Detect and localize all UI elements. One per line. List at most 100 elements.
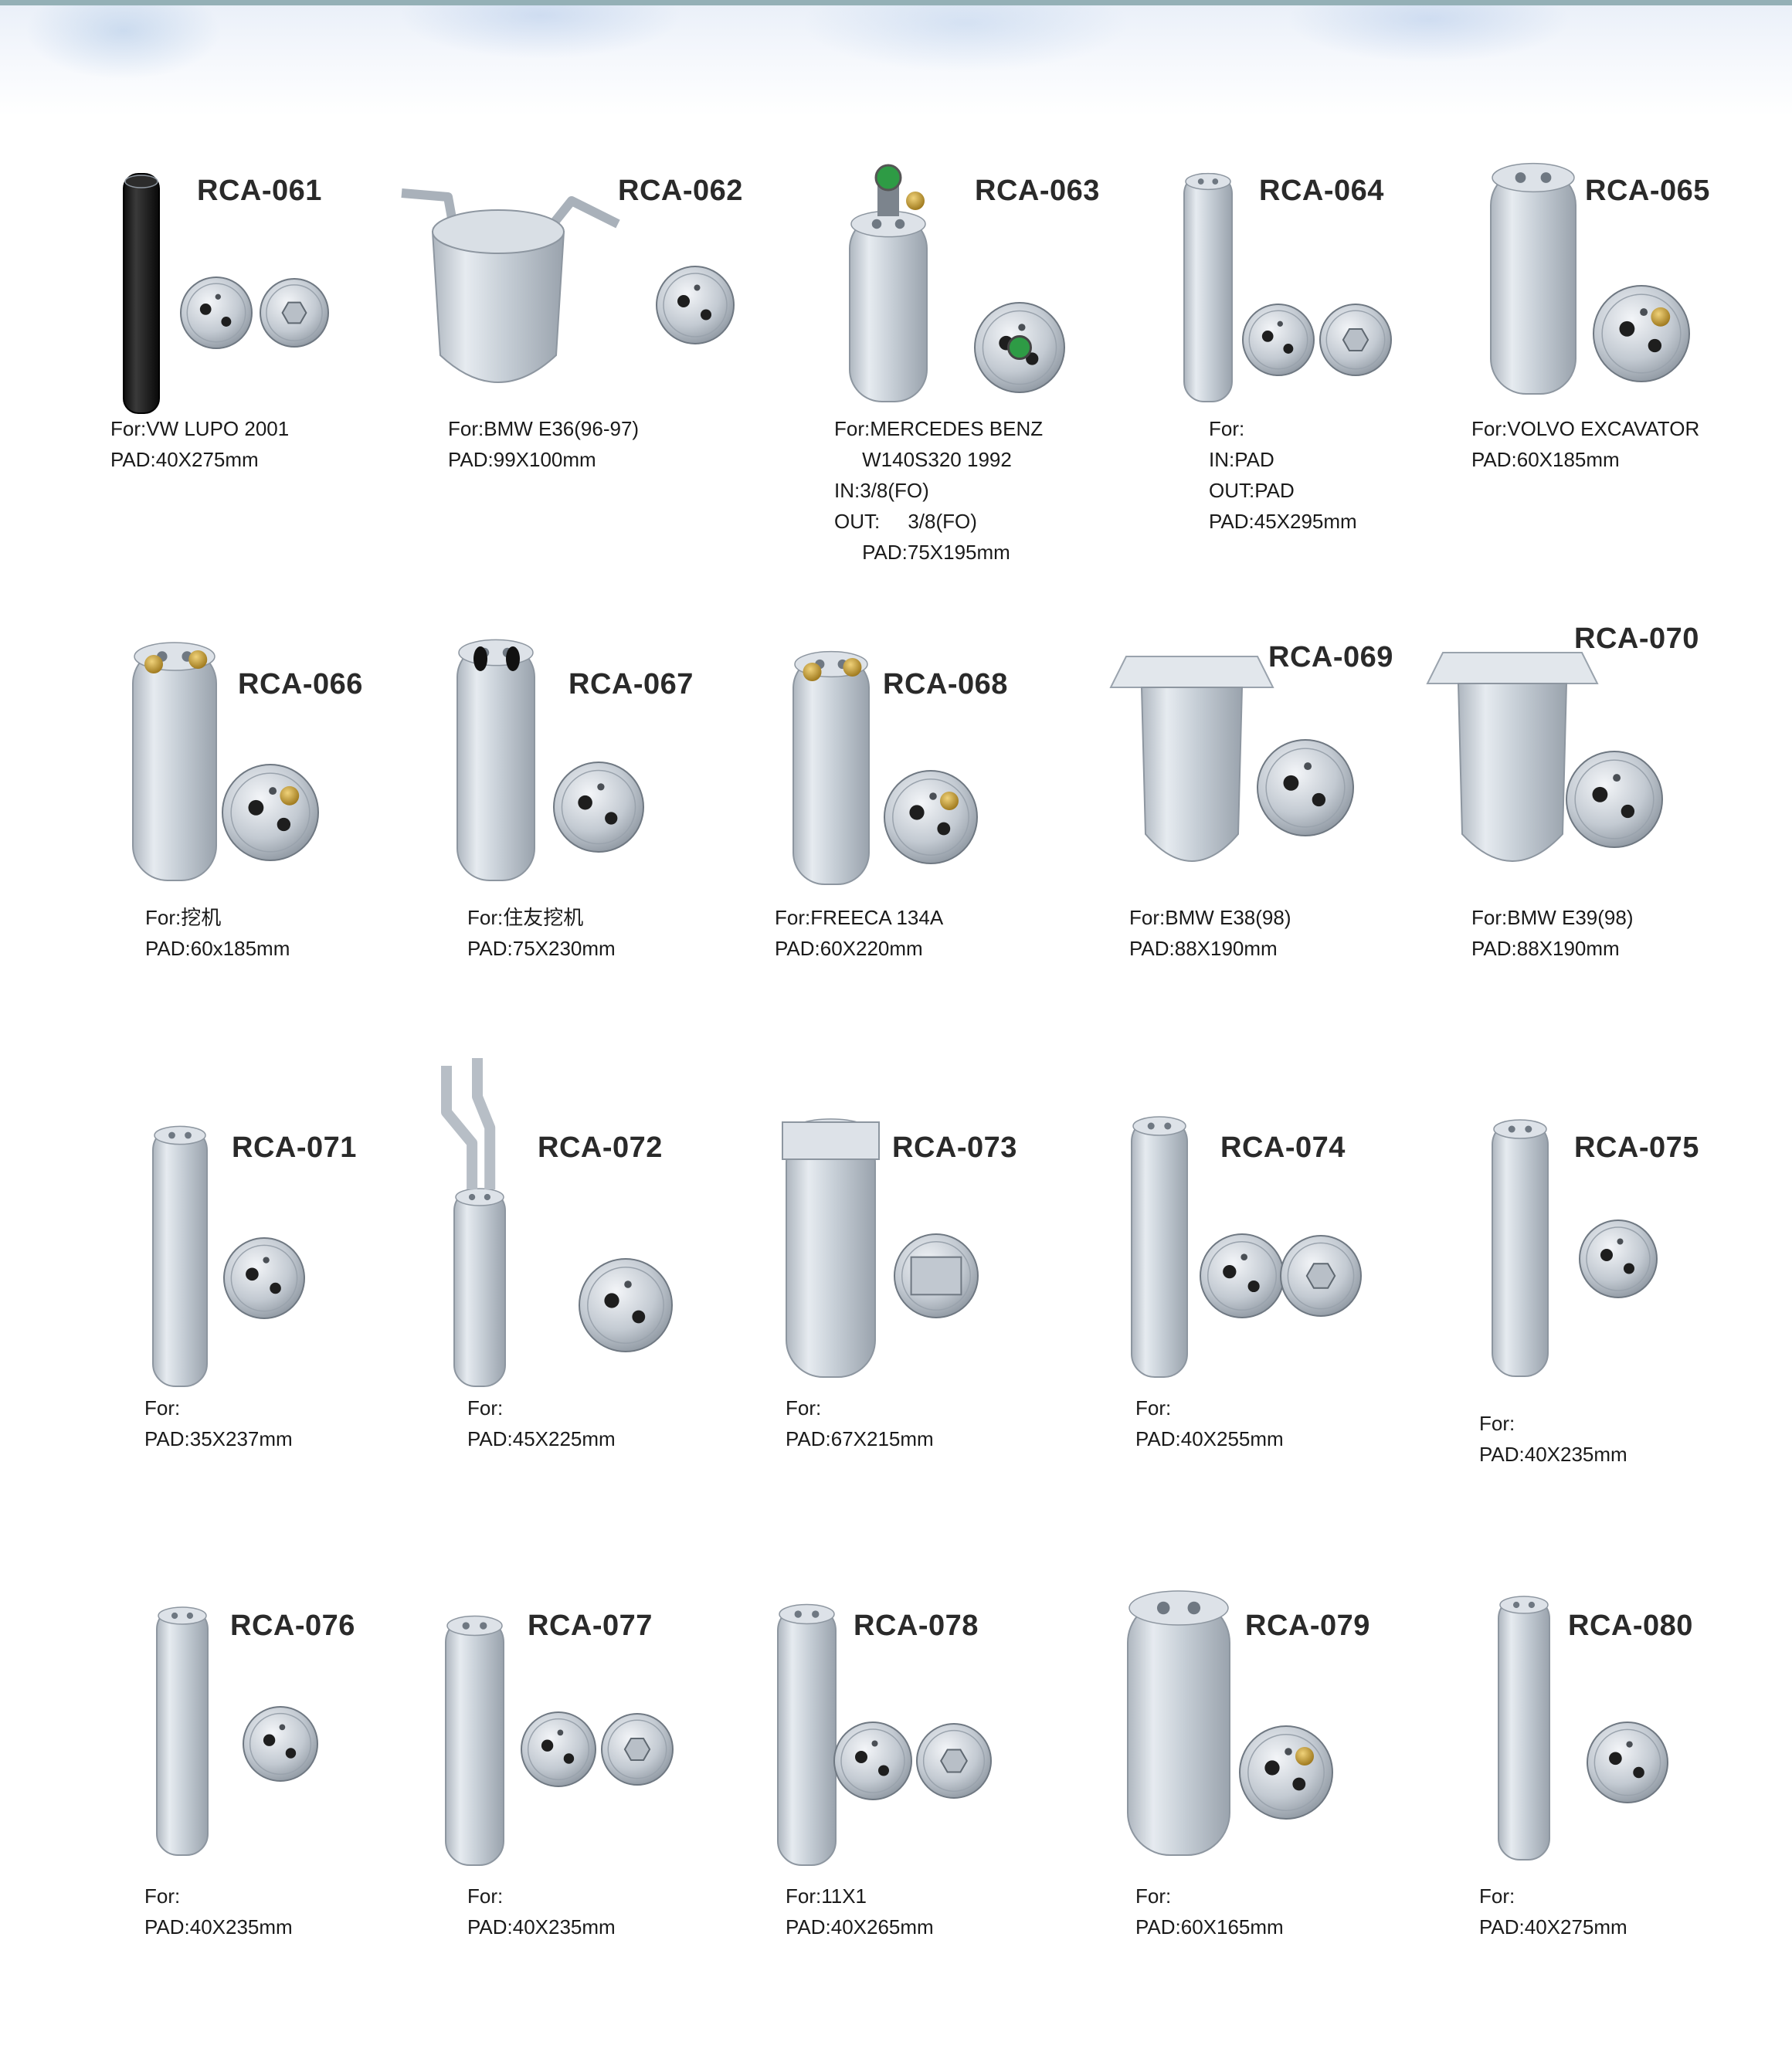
port-hole bbox=[480, 1622, 487, 1630]
spec-line: PAD:60X185mm bbox=[1471, 448, 1620, 471]
port-hole bbox=[1540, 172, 1552, 183]
spec-line: For:住友挖机 bbox=[467, 906, 584, 929]
brass-fitting bbox=[1651, 307, 1671, 327]
drier-cap bbox=[124, 175, 158, 188]
spec-line: OUT: 3/8(FO) bbox=[834, 510, 977, 533]
screw-hole bbox=[279, 1724, 286, 1731]
port-hole bbox=[1621, 804, 1635, 819]
port-hole bbox=[1528, 1601, 1536, 1609]
port-hole bbox=[1619, 321, 1635, 337]
black-port bbox=[506, 646, 520, 671]
product-spec: For:PAD:40X235mm bbox=[1479, 1408, 1627, 1470]
drier-cap bbox=[458, 639, 534, 667]
port-hole bbox=[484, 1193, 491, 1201]
product-code: RCA-064 bbox=[1259, 175, 1384, 207]
disc-rim bbox=[249, 1712, 312, 1776]
spec-line: PAD:67X215mm bbox=[786, 1427, 934, 1450]
screw-hole bbox=[1285, 1748, 1292, 1755]
product-spec: For:BMW E36(96-97)PAD:99X100mm bbox=[448, 413, 639, 475]
drier-body bbox=[1492, 1121, 1549, 1377]
product-code: RCA-074 bbox=[1220, 1131, 1346, 1164]
disc-rim bbox=[1247, 1734, 1325, 1811]
port-hole bbox=[541, 1739, 554, 1752]
product-illustration bbox=[456, 639, 644, 881]
spec-line: PAD:40X235mm bbox=[144, 1915, 293, 1939]
port-hole bbox=[894, 219, 905, 229]
drier-body bbox=[1140, 687, 1244, 862]
spec-line: PAD:35X237mm bbox=[144, 1427, 293, 1450]
brass-fitting bbox=[280, 785, 300, 806]
drier-body bbox=[1457, 683, 1568, 862]
port-hole bbox=[1156, 1601, 1170, 1615]
product-illustration bbox=[152, 1125, 305, 1387]
port-hole bbox=[1609, 1752, 1622, 1766]
spec-line: For: bbox=[144, 1884, 181, 1908]
port-hole bbox=[871, 219, 882, 229]
product-spec: For:PAD:35X237mm bbox=[144, 1392, 293, 1454]
port-hole bbox=[812, 1610, 820, 1618]
product-code: RCA-077 bbox=[528, 1610, 653, 1642]
port-hole bbox=[185, 1131, 192, 1139]
spec-line: PAD:99X100mm bbox=[448, 448, 596, 471]
drier-cap bbox=[1128, 1590, 1229, 1626]
brass-fitting bbox=[940, 792, 959, 810]
product-spec: For:PAD:40X255mm bbox=[1135, 1392, 1284, 1454]
port-hole bbox=[1197, 178, 1204, 185]
port-hole bbox=[794, 1610, 802, 1618]
screw-hole bbox=[1018, 324, 1026, 331]
brass-fitting bbox=[188, 650, 208, 669]
spec-line: IN:3/8(FO) bbox=[834, 479, 929, 502]
port-disc bbox=[521, 1711, 596, 1787]
port-hole bbox=[1026, 352, 1039, 365]
product-spec: For:BMW E39(98)PAD:88X190mm bbox=[1471, 902, 1634, 964]
brass-fitting bbox=[1295, 1747, 1314, 1766]
spec-line: PAD:45X225mm bbox=[467, 1427, 616, 1450]
hex-nut bbox=[940, 1749, 968, 1773]
disc-rim bbox=[840, 1728, 905, 1793]
disc-rim bbox=[1248, 310, 1308, 370]
product-illustration bbox=[441, 1058, 673, 1387]
disc-rim bbox=[561, 769, 636, 845]
port-hole bbox=[1292, 1777, 1306, 1791]
port-hole bbox=[1283, 775, 1299, 791]
disc-rim bbox=[1325, 310, 1386, 370]
port-hole bbox=[1147, 1122, 1155, 1130]
drier-cap bbox=[779, 1603, 835, 1625]
drier-body bbox=[792, 656, 870, 885]
port-hole bbox=[468, 1193, 476, 1201]
mounting-block bbox=[782, 1121, 880, 1160]
inlet-pipe bbox=[441, 1066, 478, 1189]
screw-hole bbox=[1617, 1238, 1624, 1245]
port-disc bbox=[1239, 1725, 1333, 1820]
screw-hole bbox=[624, 1281, 632, 1288]
product-code: RCA-065 bbox=[1585, 175, 1710, 207]
drier-body bbox=[786, 1125, 876, 1378]
disc-rim bbox=[1601, 293, 1682, 374]
spec-line: For:11X1 bbox=[786, 1884, 867, 1908]
disc-rim bbox=[922, 1729, 986, 1793]
spec-line: PAD:40X255mm bbox=[1135, 1427, 1284, 1450]
port-disc bbox=[833, 1721, 912, 1800]
disc-rim bbox=[1593, 1728, 1661, 1796]
product-illustration bbox=[1131, 1116, 1362, 1378]
spec-line: For: bbox=[786, 1396, 822, 1420]
drier-body bbox=[849, 215, 928, 402]
drier-body bbox=[132, 648, 217, 881]
product-illustration bbox=[1183, 172, 1392, 402]
black-port bbox=[473, 646, 487, 671]
disc-rim bbox=[901, 1240, 972, 1311]
port-hole bbox=[1223, 1264, 1237, 1279]
spec-line: PAD:45X295mm bbox=[1209, 510, 1357, 533]
disc-rim bbox=[1574, 759, 1655, 840]
drier-body bbox=[453, 1189, 506, 1387]
port-disc bbox=[884, 770, 978, 864]
drier-body bbox=[1131, 1118, 1188, 1378]
disc-rim bbox=[1586, 1226, 1651, 1291]
port-hole bbox=[1247, 1280, 1260, 1293]
product-illustration bbox=[792, 650, 978, 885]
spec-line: PAD:40X275mm bbox=[1479, 1915, 1627, 1939]
